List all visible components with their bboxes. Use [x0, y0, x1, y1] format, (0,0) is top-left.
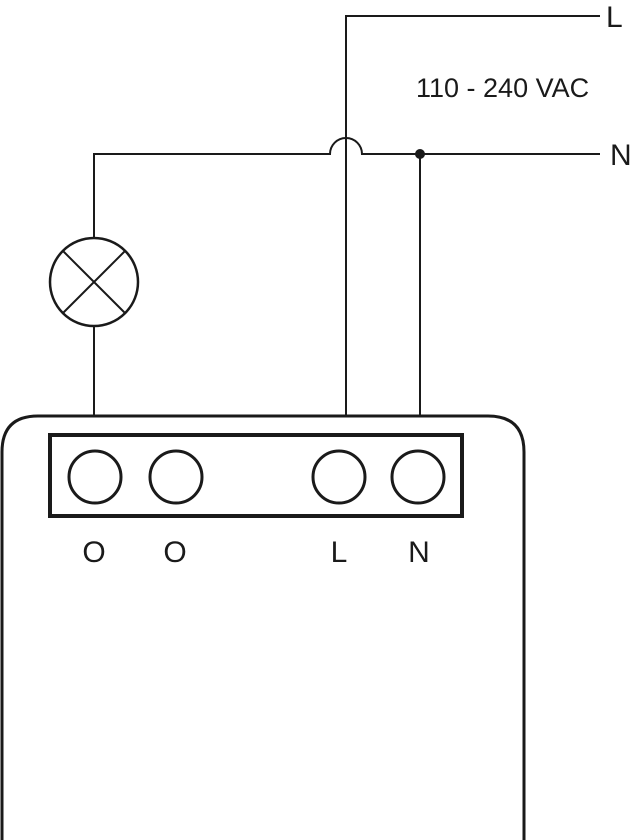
- voltage-label: 110 - 240 VAC: [416, 73, 589, 103]
- lamp-to-neutral-wire: [93, 137, 600, 238]
- neutral-label: N: [610, 139, 632, 172]
- line-wire: [345, 15, 600, 416]
- terminal-label-out1: O: [82, 536, 105, 569]
- terminal-out2: [148, 449, 204, 505]
- junction-dot: [415, 149, 425, 159]
- terminal-neutral: [390, 449, 446, 505]
- terminal-line: [311, 449, 367, 505]
- line-label: L: [606, 1, 623, 34]
- lamp-icon: [48, 236, 140, 328]
- terminal-label-neutral: N: [408, 536, 430, 569]
- terminal-label-line: L: [331, 536, 348, 569]
- device-body: [0, 414, 526, 840]
- terminal-out1: [67, 449, 123, 505]
- terminal-label-out2: O: [163, 536, 186, 569]
